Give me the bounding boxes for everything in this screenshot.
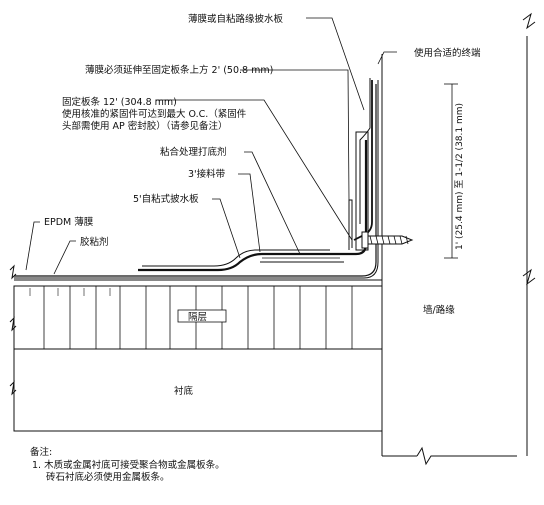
- epdm-label: EPDM 薄膜: [44, 216, 94, 228]
- extend-label: 薄膜必须延伸至固定板条上方 2' (50.8 mm): [85, 64, 273, 76]
- self-flash-label: 5'自粘式披水板: [133, 193, 199, 205]
- leader-lines: [25, 17, 397, 275]
- break-mark: [9, 316, 17, 332]
- insulation-label-box: [177, 309, 227, 323]
- insulation-hatch-short: [29, 288, 111, 296]
- membrane-lines: [14, 78, 414, 279]
- notes-line-1: 1. 木质或金属衬底可接受聚合物或金属板条。: [32, 459, 225, 471]
- substrate-layer: [13, 348, 383, 432]
- nailer-label-1: 固定板条 12' (304.8 mm): [62, 96, 177, 108]
- insulation-hatch: [43, 286, 353, 349]
- adhesive-label: 胶粘剂: [80, 236, 109, 248]
- roof-assembly: [9, 264, 383, 432]
- tape-label: 3'接料带: [188, 168, 226, 180]
- dimension-text: 1' (25.4 mm) 至 1-1/2 (38.1 mm): [454, 103, 465, 250]
- flashing-label: 薄膜或自粘路缘披水板: [188, 13, 284, 25]
- nailer-label-3: 头部需使用 AP 密封胶）（请参见备注）: [62, 120, 228, 132]
- insulation-label: 隔层: [188, 312, 207, 323]
- dimension-annotation: [444, 83, 458, 259]
- wall-curb: [381, 12, 536, 466]
- substrate-label: 衬底: [174, 385, 194, 397]
- nailer-label-2: 使用核准的紧固件可达到最大 O.C.（紧固件: [62, 108, 247, 120]
- break-mark: [522, 12, 536, 30]
- break-mark: [522, 268, 536, 286]
- notes-line-2: 砖石衬底必须使用金属板条。: [46, 471, 170, 483]
- primer-label: 粘合处理打底剂: [160, 146, 227, 158]
- fastener-head: [361, 231, 369, 249]
- notes-title: 备注:: [30, 446, 52, 458]
- wall-label: 墙/路缘: [423, 304, 455, 316]
- nailer-strip: [355, 131, 369, 251]
- termination-label: 使用合适的终端: [414, 47, 481, 59]
- break-mark: [9, 380, 17, 396]
